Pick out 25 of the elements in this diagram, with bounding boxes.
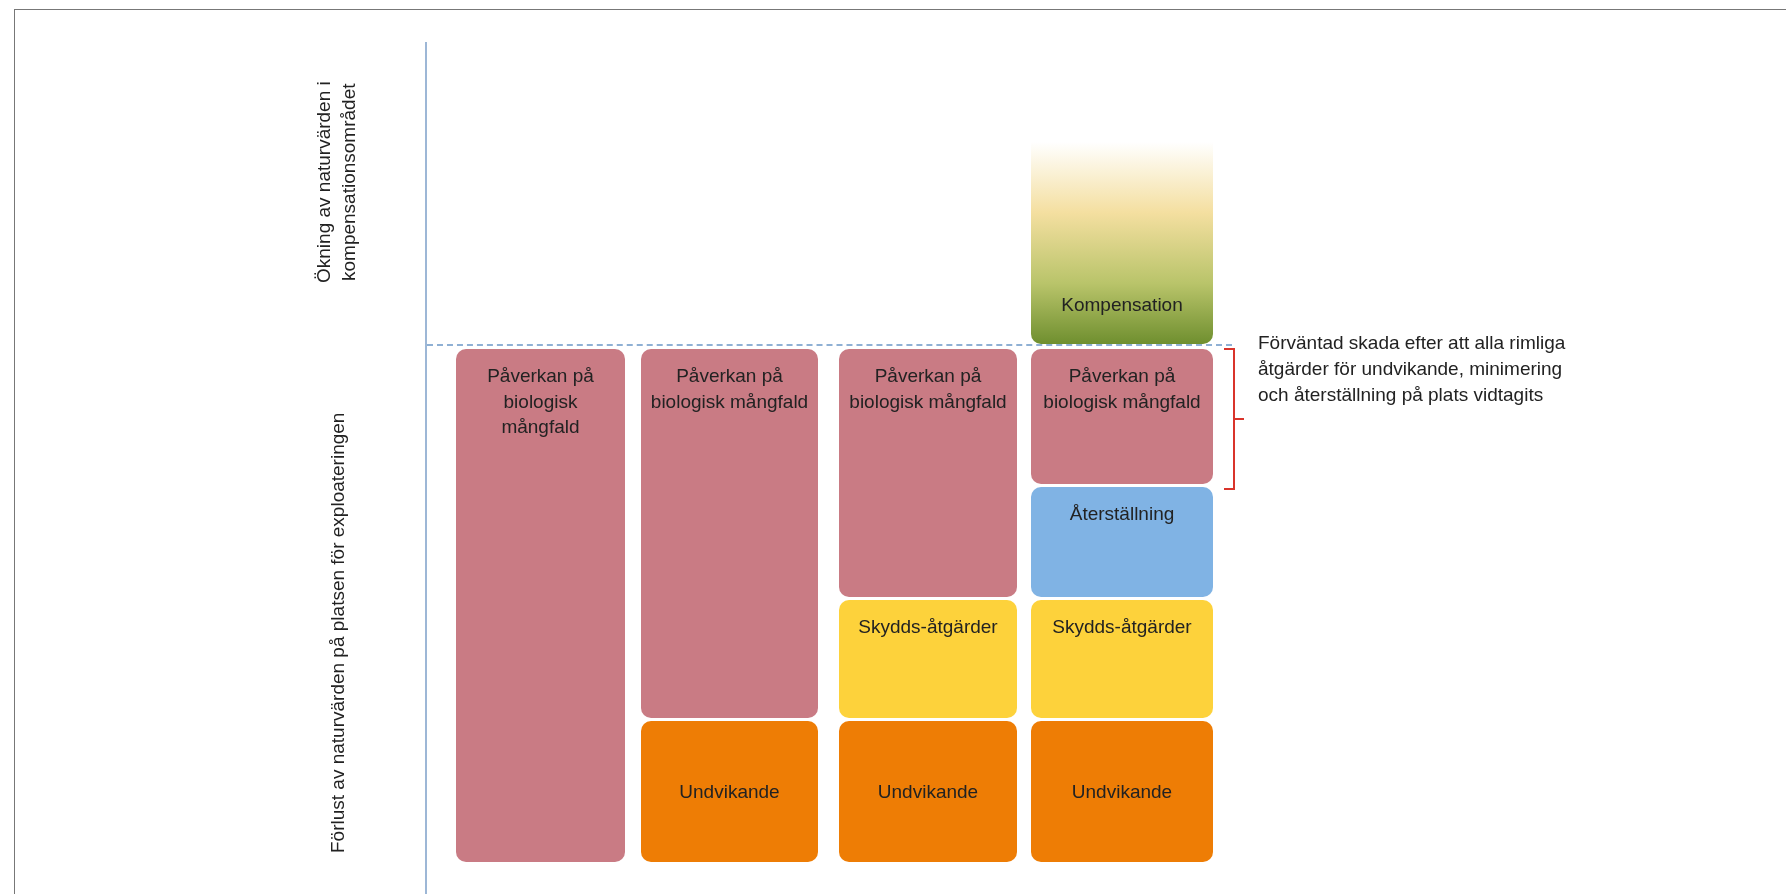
stack-block [1031,721,1213,862]
block-label: Påverkan på biologisk mångfald [649,364,810,414]
block-label: Återställning [1069,502,1175,526]
block-label: Kompensation [1061,293,1183,318]
block-label: Påverkan på biologisk mångfald [486,364,595,440]
stack-block [1031,349,1213,484]
block-label: Undvikande [679,779,780,804]
block-label: Skydds-åtgärder [1052,615,1192,639]
stack-block [839,721,1017,862]
block-label: Undvikande [877,779,979,804]
stack-block [839,600,1017,718]
axis-label: Förlust av naturvärden på platsen för exploateringen [326,411,349,856]
block-label: Påverkan på biologisk mångfald [848,364,1008,414]
stack-block [456,349,625,862]
stack-block [1031,487,1213,597]
axis-label: Ökning av naturvärden i kompensationsområdet [312,80,360,285]
block-label: Påverkan på biologisk mångfald [1042,364,1202,414]
block-label: Undvikande [1071,779,1173,804]
annotation-text: Förväntad skada efter att alla rimliga åtgärder för undvikande, minimering och återställning på plats vidtagits [1258,331,1567,408]
gradient-bar [1031,142,1213,344]
stack-block [641,721,818,862]
stack-block [839,349,1017,597]
block-label: Skydds-åtgärder [858,615,998,639]
stack-block [641,349,818,718]
stack-block [1031,600,1213,718]
